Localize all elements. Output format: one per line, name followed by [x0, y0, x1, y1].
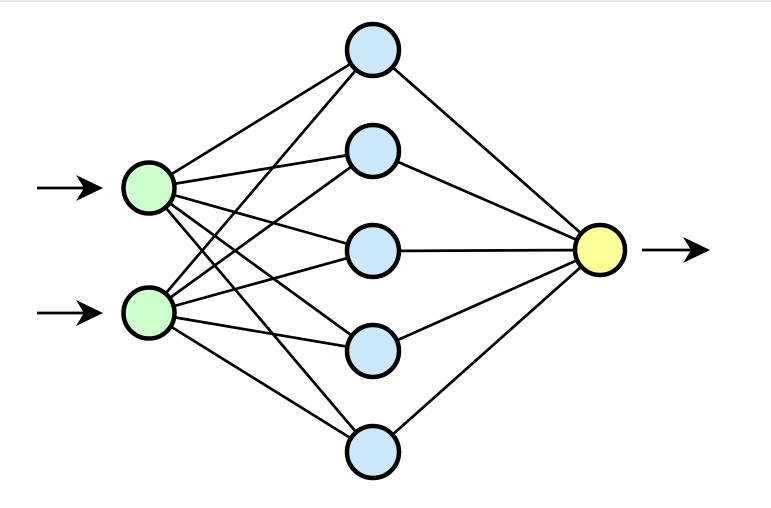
edge-hidden-4-output-1	[372, 248, 601, 353]
edge-hidden-1-output-1	[372, 48, 601, 252]
input-arrow-1-head	[76, 175, 103, 201]
node-hidden-2	[344, 122, 402, 180]
node-hidden-1	[344, 21, 402, 79]
edge-input-2-hidden-5	[148, 311, 374, 454]
node-input-2	[121, 285, 177, 341]
edge-input-2-hidden-4	[148, 311, 374, 353]
edge-input-1-hidden-3	[148, 186, 374, 253]
output-arrow-head	[683, 237, 710, 263]
edge-input-2-hidden-3	[148, 249, 374, 315]
node-input-1	[121, 160, 177, 216]
edge-input-2-hidden-1	[147, 49, 375, 314]
edge-input-1-hidden-5	[147, 187, 375, 453]
node-output-1	[572, 222, 628, 278]
node-hidden-5	[344, 423, 402, 481]
window-top-strip	[0, 0, 771, 2]
edge-hidden-2-output-1	[372, 149, 601, 252]
edge-input-1-hidden-1	[148, 48, 374, 190]
node-hidden-4	[344, 322, 402, 380]
input-arrow-2-head	[76, 300, 103, 326]
edge-input-1-hidden-4	[148, 186, 374, 353]
edge-input-2-hidden-2	[148, 149, 374, 315]
edge-input-1-hidden-2	[148, 149, 374, 190]
edge-hidden-3-output-1	[372, 248, 601, 253]
node-hidden-3	[344, 222, 402, 280]
edge-hidden-5-output-1	[372, 248, 601, 454]
